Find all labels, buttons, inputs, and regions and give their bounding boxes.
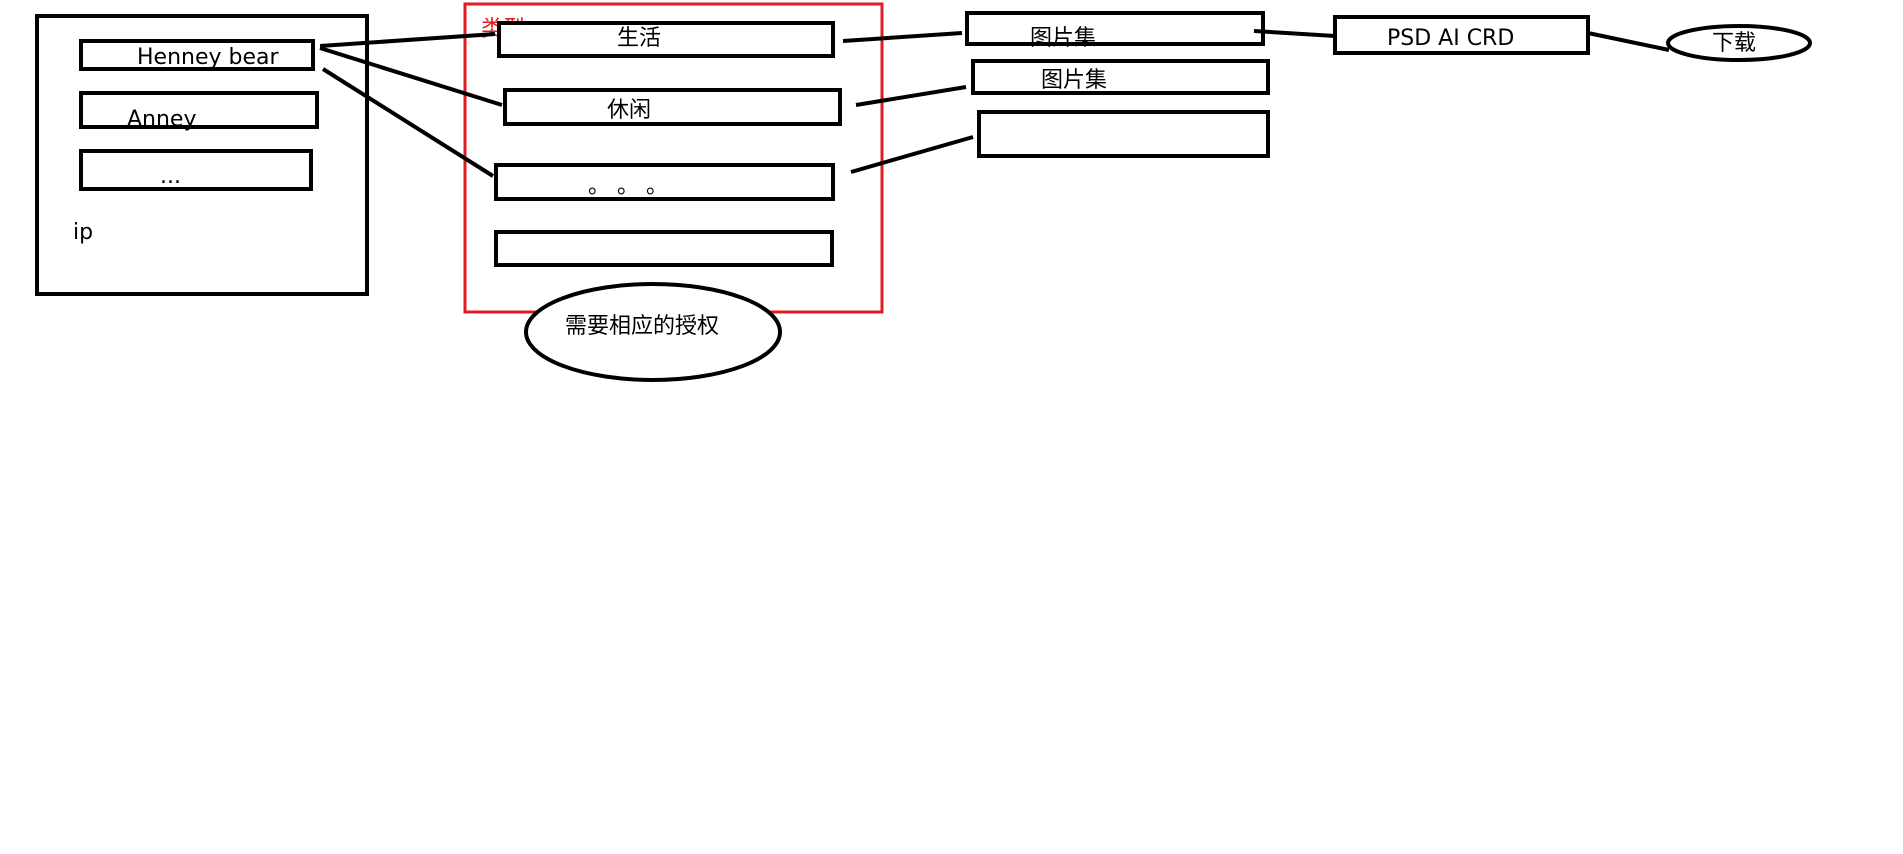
ip-item-anney[interactable]: Anney — [79, 91, 319, 132]
type-panel: 类型 生活 休闲 。 。 。 — [463, 2, 884, 314]
ip-panel: Henney bear Anney ... ip — [35, 14, 369, 296]
type-item-more[interactable]: 。 。 。 — [494, 163, 835, 201]
connector-henney-to-leisure — [319, 46, 503, 107]
connectors — [319, 29, 1670, 178]
gallery-column: 图片集 图片集 — [965, 11, 1270, 158]
connector-henney-to-more — [321, 67, 495, 178]
ip-item-henney-bear[interactable]: Henney bear — [79, 39, 315, 71]
download-label: 下载 — [1712, 31, 1756, 56]
type-item-label: 生活 — [617, 26, 661, 51]
authorization-note: 需要相应的授权 — [524, 282, 782, 382]
ip-item-label: Henney bear — [137, 45, 279, 70]
type-item-leisure[interactable]: 休闲 — [503, 88, 842, 126]
connector-henney-to-life — [319, 32, 496, 48]
authorization-note-label: 需要相应的授权 — [565, 314, 719, 339]
connector-life-to-gallery — [842, 31, 963, 43]
gallery-item-1[interactable]: 图片集 — [965, 11, 1265, 51]
ip-item-label: Anney — [127, 107, 197, 132]
gallery-item-2[interactable]: 图片集 — [971, 59, 1270, 95]
type-item-empty[interactable] — [494, 230, 834, 267]
ip-panel-label: ip — [73, 220, 93, 245]
connector-gallery-to-formats — [1253, 29, 1336, 38]
formats-label: PSD AI CRD — [1387, 26, 1514, 51]
type-item-label: 休闲 — [607, 98, 651, 123]
type-item-label: 。 。 。 — [588, 174, 668, 199]
type-item-life[interactable]: 生活 — [497, 21, 835, 58]
gallery-item-label: 图片集 — [1030, 26, 1096, 51]
authorization-ellipse — [524, 282, 782, 382]
download-ellipse — [1666, 24, 1812, 62]
download-node[interactable]: 下载 — [1666, 24, 1812, 62]
connector-formats-to-download — [1587, 31, 1670, 52]
connector-more-to-gallery — [850, 135, 974, 174]
gallery-item-label: 图片集 — [1041, 68, 1107, 93]
gallery-item-3[interactable] — [977, 110, 1270, 158]
formats-box[interactable]: PSD AI CRD — [1333, 15, 1590, 55]
connector-leisure-to-gallery — [855, 85, 967, 107]
ip-item-more[interactable]: ... — [79, 149, 313, 191]
ip-item-label: ... — [160, 164, 181, 189]
